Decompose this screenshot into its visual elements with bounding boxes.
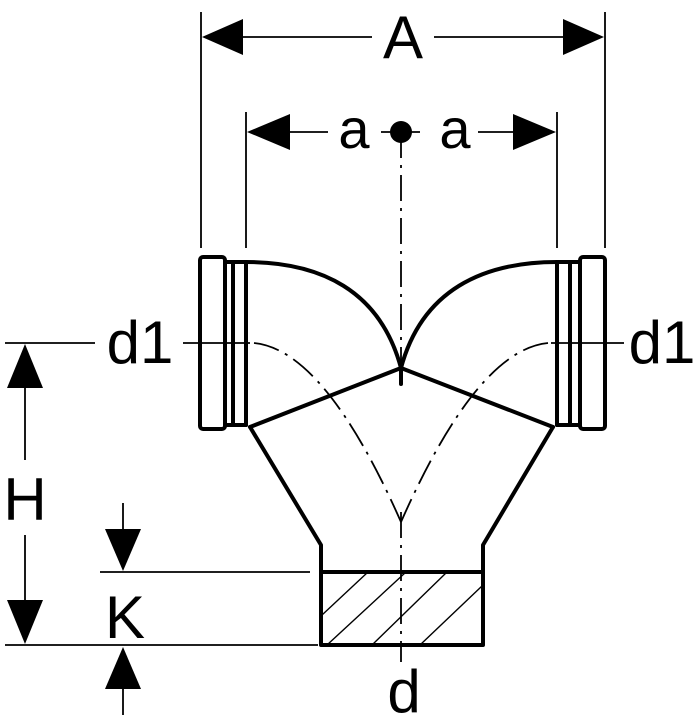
- arrow-down-icon: [105, 529, 141, 571]
- label-k: K: [105, 584, 145, 651]
- dimension-k: [105, 503, 141, 715]
- center-lines: [183, 132, 624, 662]
- label-a-left: a: [338, 97, 370, 160]
- right-socket: [578, 255, 607, 431]
- extension-lines: [5, 12, 606, 646]
- arrow-right-icon: [513, 114, 556, 150]
- label-d1-left: d1: [107, 309, 174, 376]
- dimension-labels: A a a d1 d1 H K d: [3, 4, 695, 720]
- label-d1-right: d1: [629, 309, 696, 376]
- arrow-left-icon: [247, 114, 290, 150]
- arrow-right-icon: [563, 19, 604, 55]
- arrow-down-icon: [7, 600, 43, 644]
- arrow-left-icon: [202, 19, 243, 55]
- arrow-up-icon: [7, 344, 43, 388]
- label-a-overall: A: [383, 4, 423, 71]
- label-h: H: [3, 466, 46, 533]
- dimension-h: [7, 344, 43, 644]
- left-socket: [198, 255, 227, 431]
- label-a-right: a: [439, 97, 471, 160]
- dimension-a-overall: [202, 19, 604, 55]
- fitting-body: [198, 255, 607, 647]
- socket-hatching: [321, 571, 483, 646]
- label-d: d: [387, 658, 420, 720]
- arrow-up-icon: [105, 647, 141, 689]
